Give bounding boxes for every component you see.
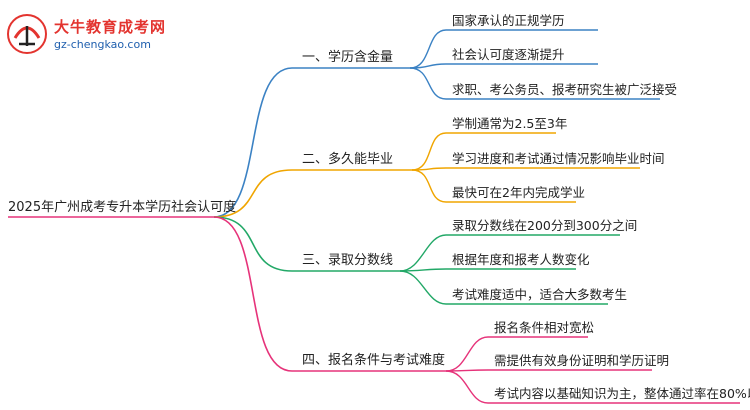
branch-2-leaf-1: 学制通常为2.5至3年 bbox=[452, 116, 568, 131]
branch-1-label: 一、学历含金量 bbox=[302, 50, 394, 65]
branch-3-leaf-3-connector bbox=[399, 270, 447, 305]
branch-2-leaf-1-connector bbox=[411, 132, 447, 171]
logo-title: 大牛教育成考网 bbox=[54, 18, 167, 36]
logo-url: gz-chengkao.com bbox=[54, 38, 151, 51]
branch-1-connector bbox=[213, 67, 293, 218]
branch-2-label: 二、多久能毕业 bbox=[302, 152, 394, 167]
branch-3-leaf-1-connector bbox=[399, 234, 447, 272]
branch-4-leaf-3-connector bbox=[445, 370, 489, 404]
branch-4-leaf-1-connector bbox=[445, 336, 489, 372]
branch-2-connector bbox=[213, 169, 293, 218]
branch-1-leaf-2: 社会认可度逐渐提升 bbox=[452, 47, 565, 62]
branch-3-label: 三、录取分数线 bbox=[302, 253, 394, 268]
branch-1-leaf-1-connector bbox=[409, 29, 447, 69]
branch-3-leaf-1: 录取分数线在200分到300分之间 bbox=[452, 218, 638, 233]
branch-2-leaf-3-connector bbox=[411, 169, 447, 203]
branch-4-leaf-3: 考试内容以基础知识为主，整体通过率在80%以上 bbox=[494, 386, 750, 401]
branch-1-leaf-1: 国家承认的正规学历 bbox=[452, 13, 565, 28]
branch-1-leaf-2-connector bbox=[409, 63, 447, 69]
branch-3-leaf-2: 根据年度和报考人数变化 bbox=[452, 252, 590, 267]
root-node: 2025年广州成考专升本学历社会认可度 bbox=[8, 200, 237, 215]
branch-4-connector bbox=[213, 216, 293, 372]
site-logo[interactable]: 大牛教育成考网 gz-chengkao.com bbox=[6, 12, 206, 58]
branch-3-leaf-3: 考试难度适中，适合大多数考生 bbox=[452, 287, 628, 302]
branch-2-leaf-3: 最快可在2年内完成学业 bbox=[452, 185, 585, 200]
branch-1-leaf-3-connector bbox=[409, 67, 447, 100]
branch-4-label: 四、报名条件与考试难度 bbox=[302, 353, 446, 368]
branch-2-leaf-2: 学习进度和考试通过情况影响毕业时间 bbox=[452, 151, 665, 166]
branch-3-connector bbox=[213, 216, 293, 272]
branch-4-leaf-2: 需提供有效身份证明和学历证明 bbox=[494, 353, 670, 368]
branch-1-leaf-3: 求职、考公务员、报考研究生被广泛接受 bbox=[452, 82, 678, 97]
branch-4-leaf-1: 报名条件相对宽松 bbox=[494, 320, 595, 335]
logo-emblem-icon bbox=[7, 14, 47, 54]
